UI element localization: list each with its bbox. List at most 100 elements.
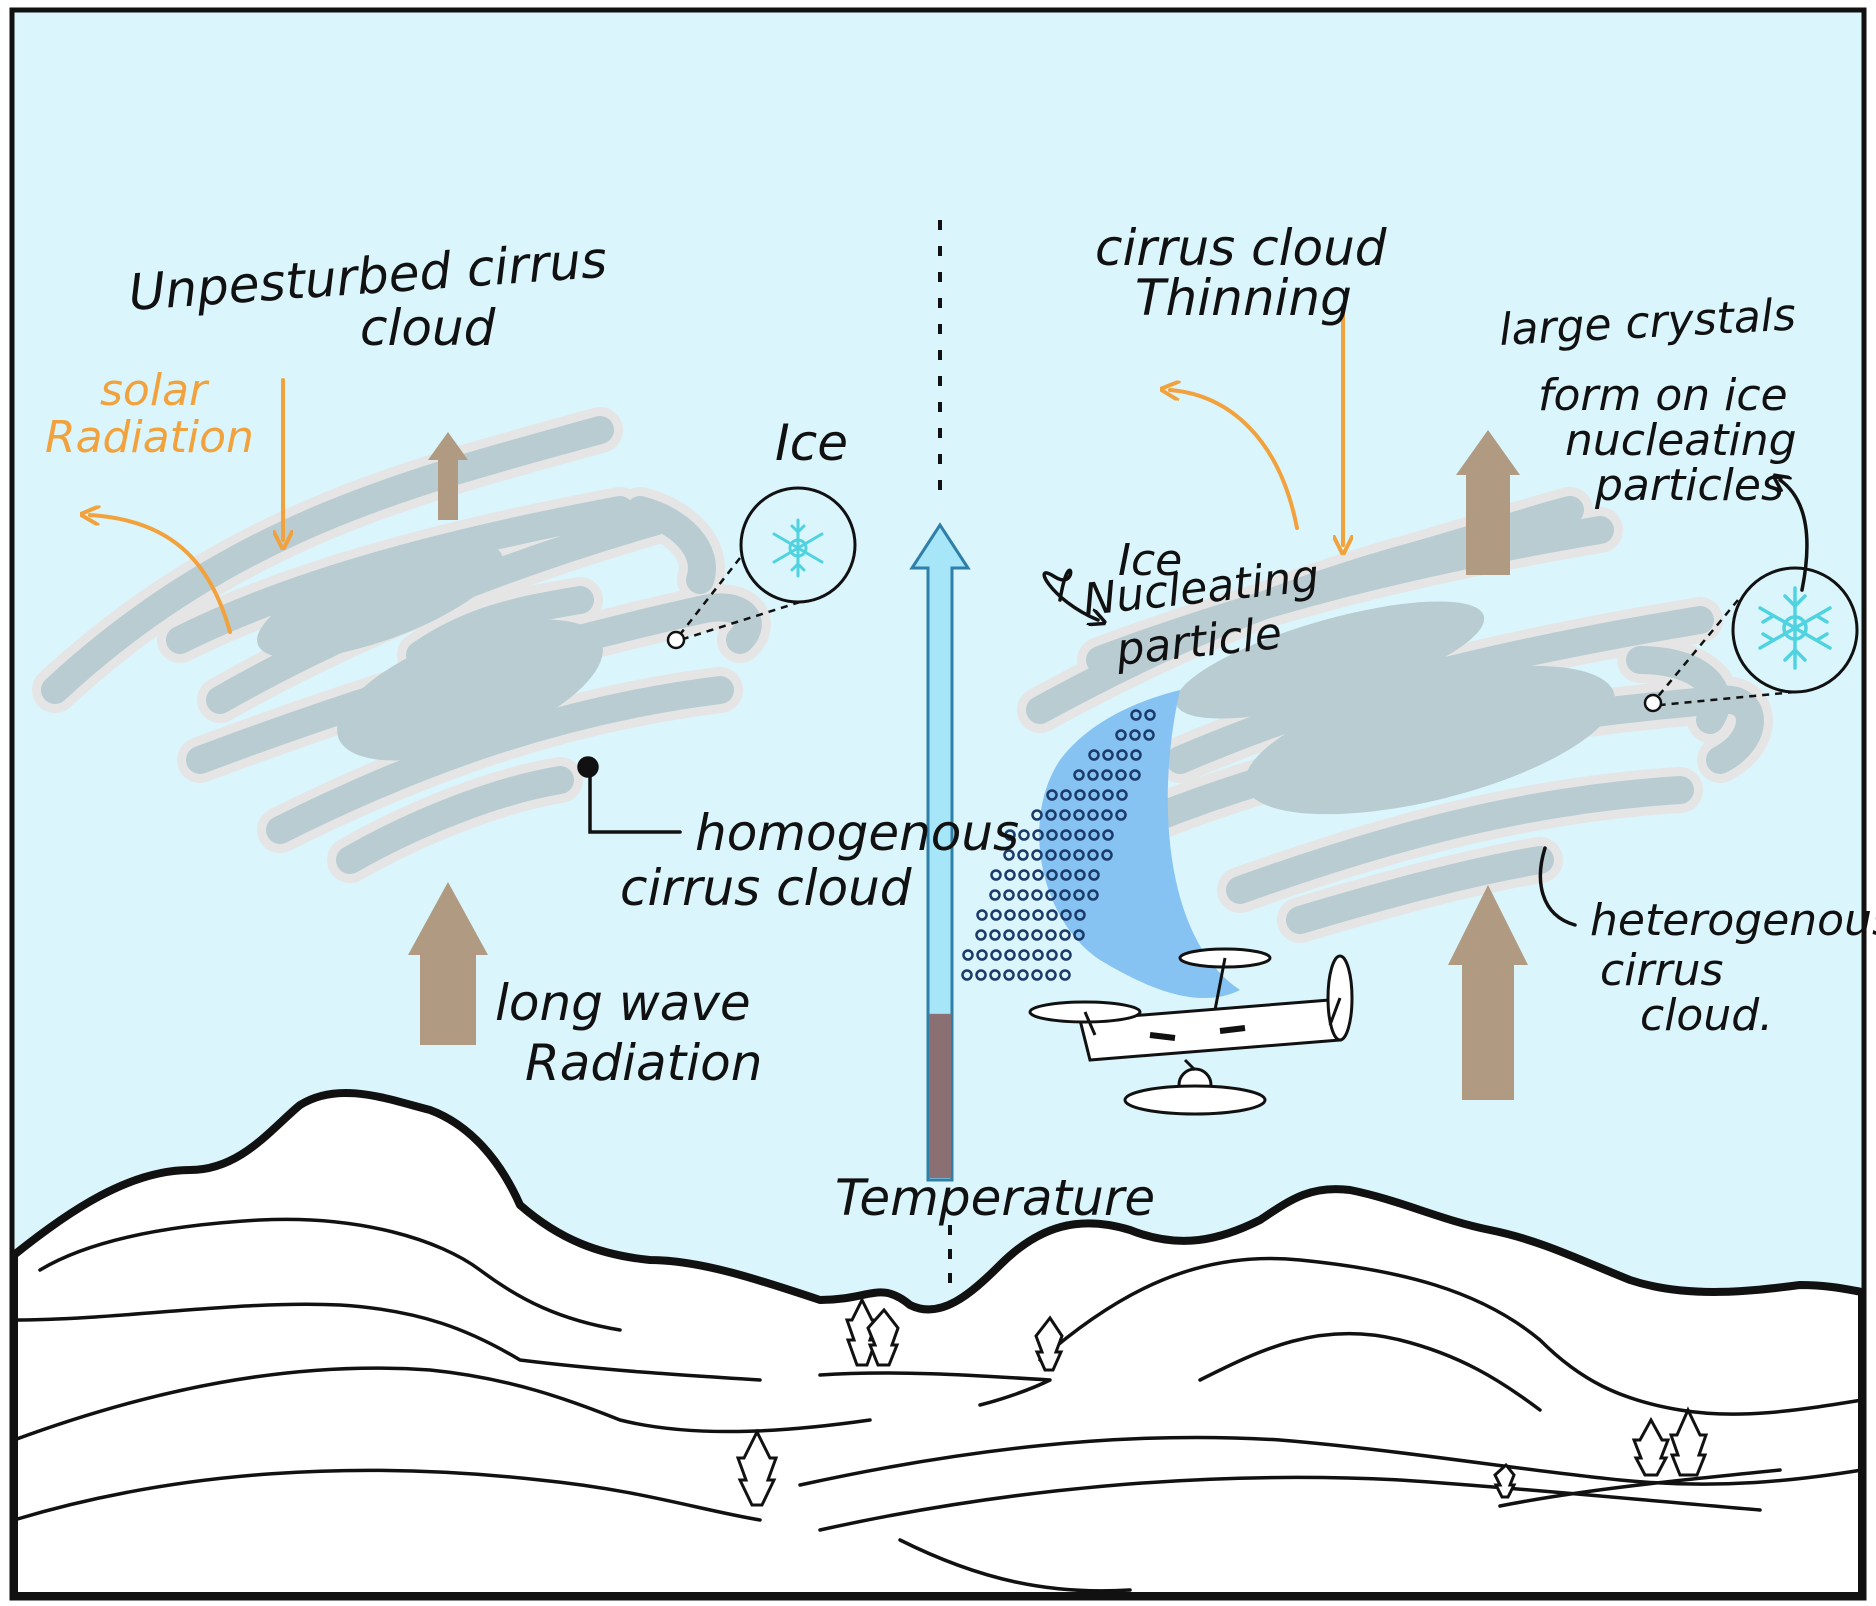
- longwave-label-line2: Radiation: [525, 1034, 762, 1092]
- ice-nucleating-particle: [1060, 789, 1072, 801]
- ice-nucleating-particle: [1073, 889, 1085, 901]
- ice-nucleating-particle: [990, 909, 1002, 921]
- ice-nucleating-particle: [1115, 729, 1127, 741]
- ice-nucleating-particle: [989, 889, 1001, 901]
- ice-nucleating-particle: [1102, 749, 1114, 761]
- ice-nucleating-particle: [1130, 749, 1142, 761]
- ice-nucleating-particle: [1059, 969, 1071, 981]
- ice-nucleating-particle: [975, 969, 987, 981]
- ice-nucleating-particle: [1045, 849, 1057, 861]
- solar-radiation-label-line1: solar: [100, 365, 210, 416]
- ice-nucleating-particle: [1129, 769, 1141, 781]
- ice-nucleating-particle: [1088, 789, 1100, 801]
- ice-crystal-callout-right: [1643, 566, 1859, 713]
- ice-nucleating-particle: [990, 869, 1002, 881]
- ice-nucleating-particle: [1115, 809, 1127, 821]
- ice-nucleating-particle: [1102, 789, 1114, 801]
- inp-leader: [1042, 568, 1098, 620]
- ice-nucleating-particle: [1004, 909, 1016, 921]
- ice-nucleating-particle: [1088, 829, 1100, 841]
- ice-nucleating-particle: [1031, 809, 1043, 821]
- ice-nucleating-particle: [961, 969, 973, 981]
- ice-nucleating-particle: [1046, 949, 1058, 961]
- ice-nucleating-particle: [1018, 829, 1030, 841]
- tree-icon: [1668, 1406, 1709, 1477]
- longwave-radiation-arrows: [408, 430, 1528, 1100]
- homogenous-label-line1: homogenous: [695, 804, 1019, 862]
- ice-nucleating-particle: [1017, 969, 1029, 981]
- ice-nucleating-particle: [1045, 889, 1057, 901]
- longwave-arrow-right-small: [1456, 430, 1520, 575]
- ice-nucleating-particle: [1143, 729, 1155, 741]
- large-crystals-leader: [1780, 480, 1809, 592]
- ice-nucleating-particle: [1046, 829, 1058, 841]
- ice-nucleating-particle: [1130, 709, 1142, 721]
- ice-nucleating-particle: [1059, 889, 1071, 901]
- ice-nucleating-particle: [1032, 949, 1044, 961]
- ice-nucleating-particle: [1003, 849, 1015, 861]
- heterogenous-label-line1: heterogenous: [1590, 895, 1876, 946]
- ice-nucleating-particle: [1004, 829, 1016, 841]
- ice-nucleating-particle-plume: [961, 690, 1240, 999]
- left-title-line2: cloud: [360, 299, 496, 357]
- ice-nucleating-particle: [989, 969, 1001, 981]
- ice-nucleating-particle: [1018, 909, 1030, 921]
- ice-nucleating-particle: [1073, 929, 1085, 941]
- homogenous-cirrus-cloud: [32, 407, 771, 883]
- ice-nucleating-particle: [1032, 829, 1044, 841]
- longwave-label-line1: long wave: [495, 974, 751, 1032]
- ice-nucleating-particle: [1087, 889, 1099, 901]
- ice-nucleating-particle: [1087, 809, 1099, 821]
- ice-label: Ice: [775, 414, 848, 472]
- homogenous-label-line2: cirrus cloud: [620, 859, 912, 917]
- inp-label-line1: Ice: [1118, 535, 1182, 586]
- ice-nucleating-particle: [1116, 789, 1128, 801]
- ice-nucleating-particle: [1088, 869, 1100, 881]
- ice-nucleating-particle: [1003, 929, 1015, 941]
- ice-nucleating-particle: [1087, 849, 1099, 861]
- ice-nucleating-particle: [976, 909, 988, 921]
- solar-radiation-arrows: [90, 303, 1343, 634]
- snowflake-icon: [772, 518, 824, 578]
- ice-nucleating-particle: [1060, 949, 1072, 961]
- ice-nucleating-particle: [1074, 869, 1086, 881]
- large-snowflake-icon: [1758, 586, 1832, 670]
- ice-nucleating-particle: [1059, 849, 1071, 861]
- ice-nucleating-particle: [1017, 889, 1029, 901]
- ice-nucleating-particle: [1101, 809, 1113, 821]
- solar-reflected-arrow-right: [1170, 390, 1299, 530]
- pine-trees: [735, 1296, 1709, 1507]
- ice-nucleating-particle: [1101, 849, 1113, 861]
- ice-nucleating-particle: [1018, 949, 1030, 961]
- ice-nucleating-particle: [1129, 729, 1141, 741]
- ice-nucleating-particle: [1059, 809, 1071, 821]
- ice-nucleating-particle: [1017, 849, 1029, 861]
- drone-icon: [1028, 947, 1354, 1116]
- longwave-arrow-right-large: [1448, 885, 1528, 1100]
- ice-nucleating-particle: [1074, 789, 1086, 801]
- right-title-line1: cirrus cloud: [1095, 219, 1387, 277]
- ice-nucleating-particle: [1074, 909, 1086, 921]
- ice-nucleating-particle: [1003, 889, 1015, 901]
- ice-nucleating-particle: [1060, 869, 1072, 881]
- ice-nucleating-particle: [1073, 809, 1085, 821]
- ice-nucleating-particle: [1046, 869, 1058, 881]
- large-crystals-line2: form on ice: [1538, 370, 1788, 421]
- ice-nucleating-particle: [975, 929, 987, 941]
- ice-nucleating-particle: [1059, 929, 1071, 941]
- thermometer: [909, 522, 971, 1182]
- heterogenous-label-line2: cirrus: [1600, 945, 1723, 996]
- ice-nucleating-particle: [1116, 749, 1128, 761]
- homogenous-leader: [588, 768, 682, 834]
- ice-nucleating-particle: [1060, 829, 1072, 841]
- tree-icon: [1034, 1315, 1064, 1372]
- ice-nucleating-particle: [1032, 869, 1044, 881]
- ice-nucleating-particle: [1087, 769, 1099, 781]
- ice-nucleating-particle: [1018, 869, 1030, 881]
- solar-reflected-arrow-left: [90, 515, 232, 634]
- tree-icon: [866, 1307, 900, 1367]
- ice-nucleating-particle: [1045, 969, 1057, 981]
- tree-icon: [1493, 1462, 1517, 1499]
- thermometer-liquid: [929, 1013, 951, 1178]
